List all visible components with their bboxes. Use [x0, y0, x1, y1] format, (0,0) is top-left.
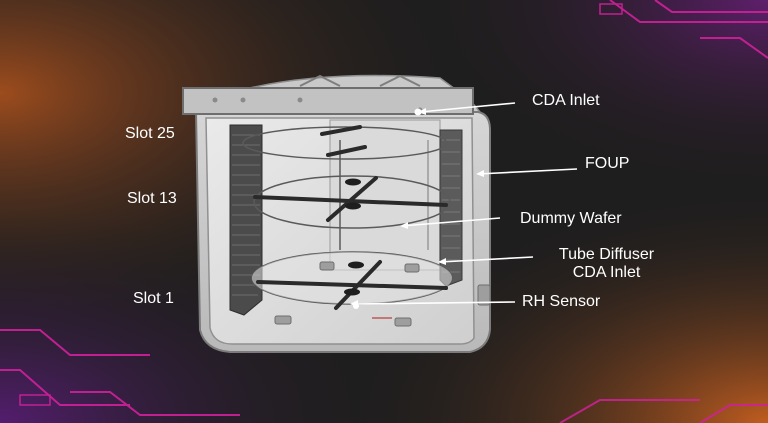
pointer-lines [351, 102, 578, 305]
label-rh-sensor: RH Sensor [522, 293, 601, 310]
right-slot-comb [439, 129, 463, 287]
label-cda-inlet: CDA Inlet [532, 92, 600, 109]
label-tube-diffuser-line2: CDA Inlet [572, 264, 641, 281]
label-slot-13: Slot 13 [127, 190, 177, 207]
label-tube-diffuser-line1: Tube Diffuser [558, 246, 655, 263]
label-slot-25: Slot 25 [125, 125, 175, 142]
label-dummy-wafer: Dummy Wafer [520, 210, 622, 227]
label-foup: FOUP [585, 155, 630, 172]
circuit-trace-top-right [599, 0, 768, 59]
circuit-trace-bottom-right [559, 399, 768, 423]
label-tube-diffuser: Tube Diffuser CDA Inlet [549, 246, 664, 282]
wafer-slot-25 [242, 126, 448, 160]
label-slot-1: Slot 1 [133, 290, 174, 307]
wafer-slot-13 [253, 175, 451, 229]
circuit-trace-bottom-left [0, 329, 240, 416]
foup-top-rail [182, 87, 474, 115]
